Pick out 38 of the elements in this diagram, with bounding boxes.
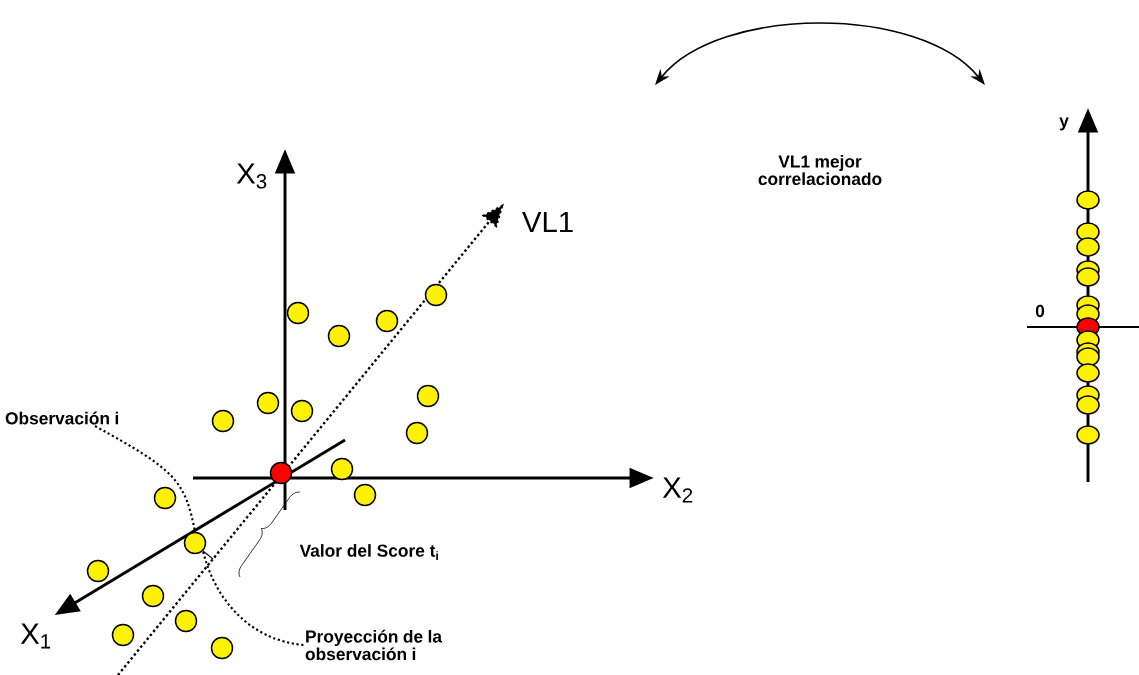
data-point bbox=[286, 301, 310, 325]
axis-label: X$_{3}$ bbox=[236, 163, 267, 189]
data-point bbox=[174, 609, 198, 633]
data-point bbox=[211, 409, 235, 433]
data-point bbox=[1076, 425, 1100, 445]
data-point bbox=[1076, 190, 1100, 210]
data-point bbox=[1076, 395, 1100, 415]
data-point bbox=[330, 457, 354, 481]
data-point bbox=[424, 283, 448, 307]
data-point bbox=[405, 421, 429, 445]
data-point bbox=[141, 584, 165, 608]
data-point bbox=[416, 384, 440, 408]
data-point bbox=[153, 486, 177, 510]
data-point bbox=[1076, 267, 1100, 287]
data-point bbox=[86, 559, 110, 583]
leader-line bbox=[94, 425, 197, 532]
axis-label: VL1 bbox=[522, 211, 573, 233]
mean-point bbox=[269, 461, 293, 485]
data-point bbox=[375, 309, 399, 333]
origin-label: 0 bbox=[1035, 304, 1045, 318]
axis-label: y bbox=[1059, 117, 1069, 131]
data-point bbox=[327, 324, 351, 348]
note-text: Observación i bbox=[5, 411, 119, 425]
data-point bbox=[1076, 363, 1100, 383]
data-point bbox=[183, 531, 207, 555]
data-point bbox=[353, 483, 377, 507]
note-text: Proyección de la observación i bbox=[305, 629, 443, 661]
leader-line bbox=[201, 550, 304, 647]
correlation-label: VL1 mejor correlacionado bbox=[758, 154, 882, 186]
data-point bbox=[1076, 347, 1100, 367]
axis-label: X$_{2}$ bbox=[662, 477, 693, 503]
data-point bbox=[256, 391, 280, 415]
score-label: Valor del Score t$_{i}$ bbox=[299, 544, 438, 560]
axis-label: X$_{1}$ bbox=[20, 623, 51, 649]
data-point bbox=[290, 399, 314, 423]
data-point bbox=[210, 636, 234, 660]
data-point bbox=[111, 623, 135, 647]
data-point bbox=[1076, 237, 1100, 257]
